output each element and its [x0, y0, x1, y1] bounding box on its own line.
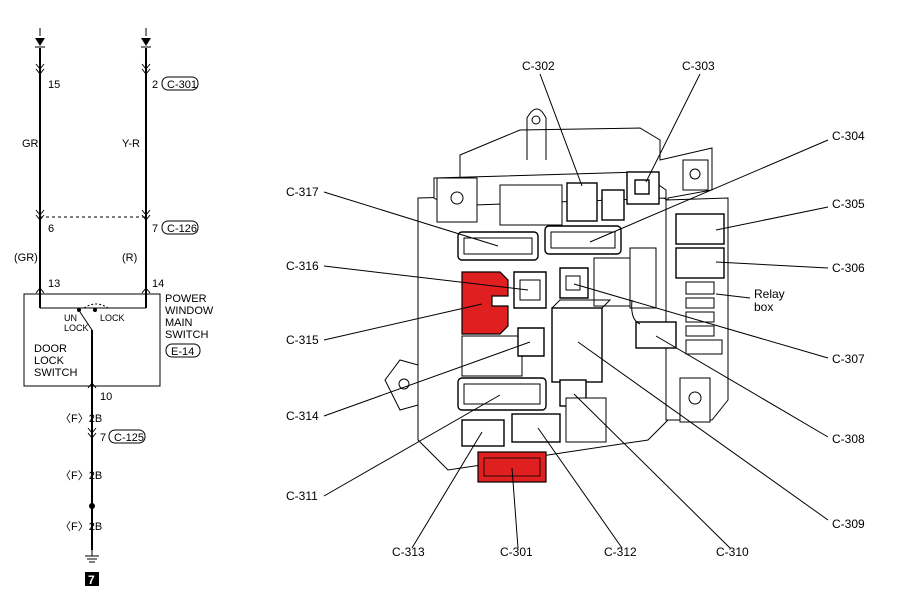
ground-seg-2: 〈F〉2B — [60, 469, 102, 482]
unlock-label-1: UN — [64, 313, 77, 323]
label-c312: C-312 — [604, 545, 637, 559]
label-c301: C-301 — [500, 545, 533, 559]
label-c308: C-308 — [832, 432, 865, 446]
label-c303: C-303 — [682, 59, 715, 73]
label-c307: C-307 — [832, 352, 865, 366]
power-window-title-4: SWITCH — [165, 329, 208, 341]
junction-box-drawing — [384, 108, 729, 483]
label-c302: C-302 — [522, 59, 555, 73]
pin-7b-label: 7 — [100, 432, 106, 444]
label-c309: C-309 — [832, 517, 865, 531]
relay-box-label-2: box — [754, 300, 773, 314]
pin-15-label: 15 — [48, 79, 60, 91]
power-window-title-1: POWER — [165, 293, 207, 305]
pin-10-label: 10 — [100, 391, 112, 403]
wire-color-y-r: Y-R — [122, 138, 140, 150]
conn-tag-e14: E-14 — [165, 343, 201, 358]
ground-seg-1: 〈F〉2B — [60, 412, 102, 425]
svg-text:C-125: C-125 — [114, 432, 144, 444]
label-c314: C-314 — [286, 409, 319, 423]
door-lock-switch-label-3: SWITCH — [34, 367, 77, 379]
diode-icon-left — [35, 28, 45, 48]
power-window-title-2: WINDOW — [165, 305, 214, 317]
pin-6-label: 6 — [48, 223, 54, 235]
ground-icon — [85, 550, 99, 563]
c315-highlight — [461, 271, 509, 335]
diode-icon-right — [141, 28, 151, 48]
c301-highlight — [477, 451, 547, 483]
schematic: 15 2 C-301 GR Y-R 6 7 C-126 (GR) (R) 13 … — [14, 28, 214, 587]
ground-number-badge — [85, 572, 99, 586]
label-c311: C-311 — [286, 489, 318, 503]
conn-tag-c125: C-125 — [108, 429, 146, 444]
wire-color-gr-paren: (GR) — [14, 252, 38, 264]
lock-label: LOCK — [100, 313, 125, 323]
conn-tag-c126: C-126 — [161, 220, 199, 235]
label-c317: C-317 — [286, 185, 319, 199]
unlock-label-2: LOCK — [64, 323, 89, 333]
svg-text:E-14: E-14 — [171, 346, 194, 358]
door-lock-switch-label-2: LOCK — [34, 355, 65, 367]
ground-number: 7 — [88, 573, 95, 587]
label-c313: C-313 — [392, 545, 425, 559]
svg-text:C-126: C-126 — [167, 223, 197, 235]
relay-box-label-1: Relay — [754, 287, 785, 301]
wire-color-r-paren: (R) — [122, 252, 137, 264]
label-c305: C-305 — [832, 197, 865, 211]
conn-tag-c301: C-301 — [161, 76, 199, 91]
label-c310: C-310 — [716, 545, 749, 559]
pin-7-label: 7 — [152, 223, 158, 235]
label-c315: C-315 — [286, 333, 319, 347]
power-window-title-3: MAIN — [165, 317, 193, 329]
label-c306: C-306 — [832, 261, 865, 275]
splice-dot — [89, 503, 95, 509]
label-c316: C-316 — [286, 259, 319, 273]
wire-color-gr: GR — [22, 138, 39, 150]
pin-14-label: 14 — [152, 278, 164, 290]
pin-2-label: 2 — [152, 79, 158, 91]
label-c304: C-304 — [832, 129, 865, 143]
leader-lines — [323, 73, 829, 549]
door-lock-switch-icon — [77, 303, 109, 386]
ground-seg-3: 〈F〉2B — [60, 520, 102, 533]
pin-13-label: 13 — [48, 278, 60, 290]
door-lock-switch-label-1: DOOR — [34, 343, 67, 355]
connector-labels: C-302 C-303 C-304 C-305 C-306 Relay box … — [286, 59, 865, 559]
svg-text:C-301: C-301 — [167, 79, 197, 91]
